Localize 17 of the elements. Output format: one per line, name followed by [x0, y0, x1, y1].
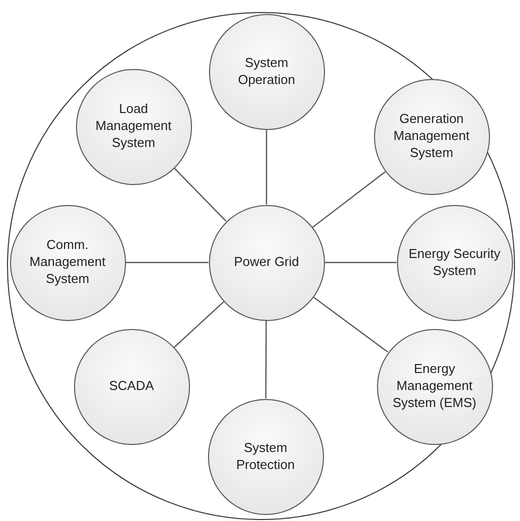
node-label: System Protection	[235, 440, 296, 474]
connector-line	[324, 262, 396, 264]
connector-line	[126, 262, 208, 264]
connector-line	[174, 301, 224, 348]
node-label: Energy Security System	[408, 246, 502, 280]
connector-line	[265, 320, 267, 398]
connector-line	[312, 171, 386, 228]
node-label: System Operation	[236, 54, 296, 88]
node-label: Energy Management System (EMS)	[392, 361, 478, 412]
node-label: Generation Management System	[392, 111, 470, 162]
connector-line	[266, 130, 268, 204]
connector-line	[174, 168, 226, 222]
node-label: Load Management System	[94, 101, 172, 152]
node-label: Comm. Management System	[28, 237, 106, 288]
node-label: SCADA	[108, 378, 155, 395]
connector-line	[312, 296, 388, 353]
node-label: Power Grid	[232, 254, 300, 271]
